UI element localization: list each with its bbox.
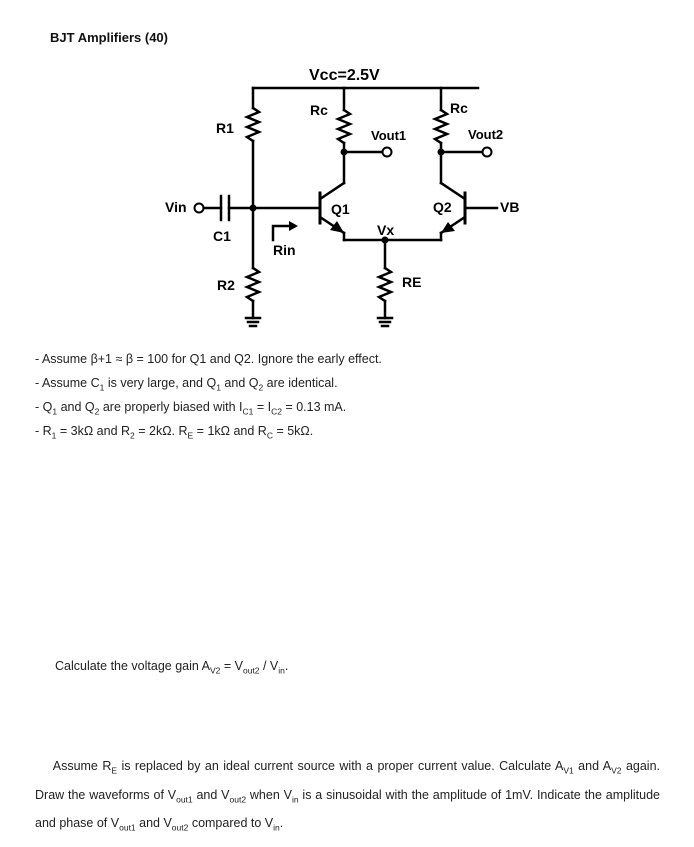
r1-resistor xyxy=(243,106,263,143)
assumption-2: - Assume C1 is very large, and Q1 and Q2… xyxy=(35,376,338,393)
question-current-source: Assume RE is replaced by an ideal curren… xyxy=(35,759,661,833)
vout1-terminal xyxy=(381,146,393,158)
rc-right-label: Rc xyxy=(450,100,468,116)
q1-emitter-arrow xyxy=(330,221,344,233)
re-label: RE xyxy=(402,274,421,290)
vout2-terminal xyxy=(481,146,493,158)
r1-label: R1 xyxy=(216,120,234,136)
assumption-3: - Q1 and Q2 are properly biased with IC1… xyxy=(35,400,347,417)
rc-right-resistor xyxy=(431,108,451,145)
r2-resistor xyxy=(243,266,263,303)
vb-label: VB xyxy=(500,199,519,215)
assumption-1: - Assume β+1 ≈ β = 100 for Q1 and Q2. Ig… xyxy=(35,352,382,366)
vx-label: Vx xyxy=(377,222,394,238)
re-resistor xyxy=(375,266,395,303)
vout2-label: Vout2 xyxy=(468,127,503,142)
vin-terminal xyxy=(193,202,205,214)
rin-arrow-head xyxy=(289,221,298,231)
q2-label: Q2 xyxy=(433,199,452,215)
r2-label: R2 xyxy=(217,277,235,293)
problem-title: BJT Amplifiers (40) xyxy=(50,30,168,45)
rin-label: Rin xyxy=(273,242,296,258)
bjt-amplifier-circuit: Vcc=2.5V R1 Rc Rc Vout1 Vout2 Vin C1 Q1 … xyxy=(165,67,519,328)
question-voltage-gain: Calculate the voltage gain AV2 = Vout2 /… xyxy=(55,659,289,676)
rc-left-label: Rc xyxy=(310,102,328,118)
q1-label: Q1 xyxy=(331,201,350,217)
vcc-label: Vcc=2.5V xyxy=(309,67,380,84)
vin-label: Vin xyxy=(165,199,187,215)
c1-label: C1 xyxy=(213,228,231,244)
vout1-label: Vout1 xyxy=(371,128,406,143)
rc-left-resistor xyxy=(334,108,354,145)
assumption-4: - R1 = 3kΩ and R2 = 2kΩ. RE = 1kΩ and RC… xyxy=(35,424,314,441)
q2-emitter-arrow xyxy=(441,222,455,233)
